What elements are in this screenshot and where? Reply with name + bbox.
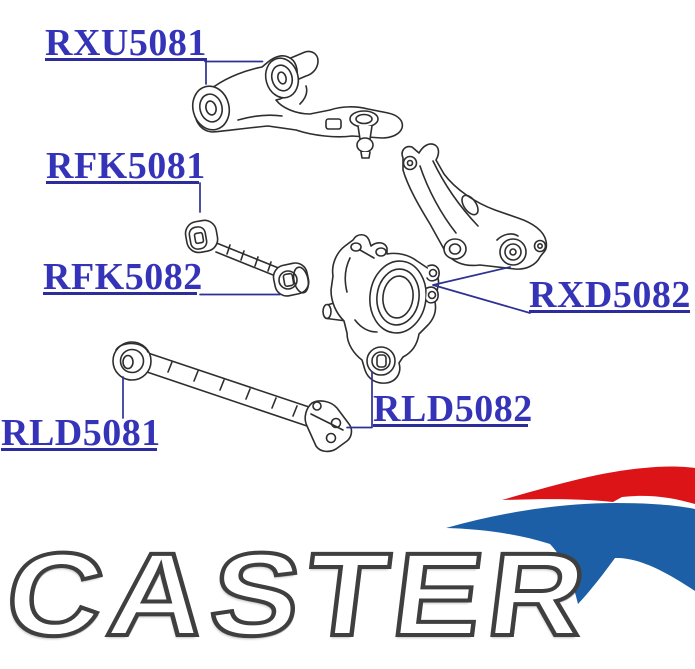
lower-arm-drawing [112,341,353,453]
part-label-rxu5081[interactable]: RXU5081 [45,22,207,64]
leader-lines [122,60,531,429]
upper-control-arm-drawing [191,50,404,159]
leader-rld5082 [346,371,373,429]
knuckle-drawing [322,233,440,384]
logo-blue-swoosh-shape [446,503,695,604]
part-label-rfk5082[interactable]: RFK5082 [43,256,203,298]
trailing-arm-drawing [401,143,548,270]
arm-bracket [304,400,353,453]
caster-logo-text: CASTER [0,527,601,663]
part-label-rld5081[interactable]: RLD5081 [1,412,161,454]
caster-logo-swoosh [446,466,695,604]
lateral-link-drawing [184,219,310,297]
part-label-rld5082[interactable]: RLD5082 [373,388,533,430]
part-label-rxd5082[interactable]: RXD5082 [529,274,691,316]
logo-red-swoosh-shape [502,466,695,504]
part-label-rfk5081[interactable]: RFK5081 [46,145,206,187]
leader-rxd5082 [432,266,531,314]
leader-rxu5081 [204,60,264,85]
ball-joint-stud [357,125,373,140]
part-marking-box [325,118,342,130]
